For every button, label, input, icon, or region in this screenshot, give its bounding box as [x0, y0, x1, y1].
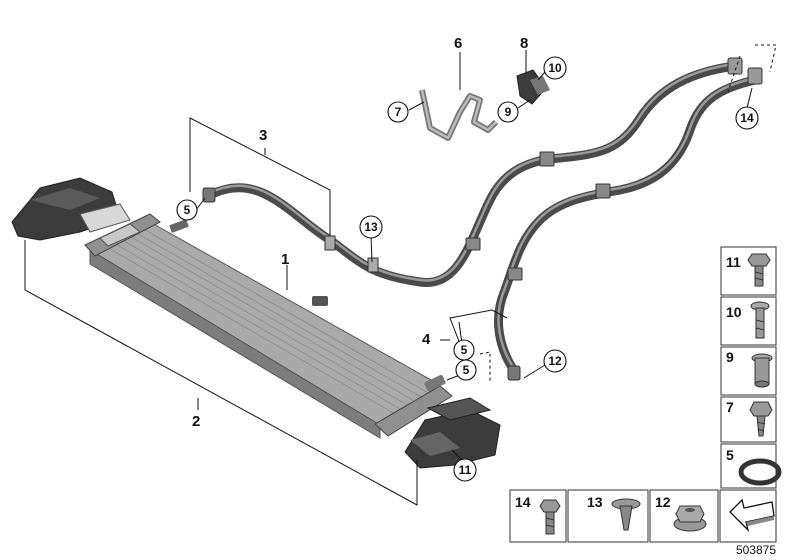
callout-7: 7 [395, 105, 402, 119]
panel-label-14: 14 [515, 494, 531, 510]
panel-label-12: 12 [655, 494, 671, 510]
panel-label-7: 7 [726, 399, 734, 415]
callout-3: 3 [259, 127, 267, 144]
dashed-guides [479, 44, 777, 383]
panel-label-10: 10 [726, 304, 742, 320]
parts-panel-bottom: 14 13 12 [509, 489, 777, 543]
nut-12-icon [673, 505, 707, 532]
circled-callouts: 5 5 5 7 9 10 11 12 13 14 [176, 56, 759, 482]
callout-8: 8 [520, 35, 528, 52]
hose-fittings [202, 57, 763, 381]
bolt-10-icon [750, 301, 770, 339]
panel-label-9: 9 [726, 349, 734, 365]
callout-1: 1 [281, 251, 289, 268]
callout-5-a: 5 [184, 203, 191, 217]
callout-12: 12 [548, 354, 562, 368]
panel-label-5: 5 [726, 447, 734, 463]
hose-lower [494, 75, 760, 377]
bolt-11-icon [747, 253, 771, 287]
bracket-6 [419, 89, 499, 141]
o-ring-5-icon [738, 458, 782, 486]
direction-arrow-icon [729, 498, 775, 533]
callout-4: 4 [422, 331, 431, 348]
right-bracket [404, 397, 501, 469]
bushing-9-icon [751, 353, 773, 388]
callout-5-c: 5 [463, 363, 470, 377]
hose-upper [205, 61, 740, 287]
callout-6: 6 [454, 35, 462, 52]
leader-lines [24, 50, 753, 506]
clip-8 [516, 69, 550, 105]
callout-9: 9 [505, 105, 512, 119]
callout-13: 13 [364, 220, 378, 234]
rivet-13-icon [611, 498, 641, 531]
callout-14: 14 [740, 111, 754, 125]
panel-label-13: 13 [587, 494, 603, 510]
parts-panel-right: 11 10 9 7 5 [720, 246, 782, 489]
callouts: 1 2 3 4 6 8 [192, 35, 528, 430]
reference-number: 503875 [736, 543, 776, 557]
callout-10: 10 [548, 61, 562, 75]
oil-cooler [84, 213, 453, 439]
panel-label-11: 11 [726, 254, 741, 270]
left-bracket [11, 177, 131, 241]
bolt-14-icon [539, 499, 561, 535]
callout-5-b: 5 [461, 343, 468, 357]
screw-7-icon [749, 401, 773, 437]
callout-11: 11 [459, 463, 472, 477]
callout-2: 2 [192, 413, 200, 430]
